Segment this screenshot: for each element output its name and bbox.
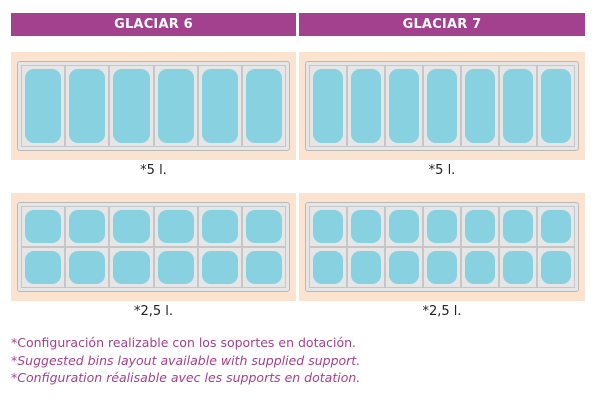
bin xyxy=(113,251,150,284)
bin xyxy=(69,210,106,243)
glaciar-6-top-tray xyxy=(17,61,290,151)
bin xyxy=(313,251,343,284)
glaciar-7-bottom-caption: *2,5 l. xyxy=(422,304,462,319)
bin-slot xyxy=(309,206,347,247)
bin-slot xyxy=(537,247,575,288)
bin-slot xyxy=(21,206,66,247)
bin xyxy=(541,251,571,284)
bin-slot xyxy=(153,206,198,247)
bin-slot xyxy=(21,65,66,147)
bin xyxy=(389,251,419,284)
bin xyxy=(245,210,282,243)
glaciar-6-title: GLACIAR 6 xyxy=(11,13,296,36)
bin-slot xyxy=(109,65,154,147)
bin xyxy=(389,210,419,243)
bin xyxy=(503,251,533,284)
bin-slot xyxy=(499,65,537,147)
bin xyxy=(69,251,106,284)
glaciar-6-bottom-caption: *2,5 l. xyxy=(133,304,174,319)
bin-slot xyxy=(385,206,423,247)
bin xyxy=(465,69,495,143)
bin-slot xyxy=(461,206,499,247)
bin-slot xyxy=(241,247,286,288)
bin-slot xyxy=(347,247,385,288)
bin xyxy=(427,251,457,284)
bin xyxy=(113,69,150,143)
bin-slot xyxy=(537,65,575,147)
bin xyxy=(201,210,238,243)
bin xyxy=(201,251,238,284)
glaciar-6-column: GLACIAR 6 *5 l. *2,5 l. xyxy=(11,13,296,319)
glaciar-7-bottom-tray xyxy=(305,202,579,292)
bin xyxy=(157,251,194,284)
bin xyxy=(541,69,571,143)
glaciar-6-top-panel xyxy=(11,52,296,160)
glaciar-7-title: GLACIAR 7 xyxy=(299,13,585,36)
bin-slot xyxy=(461,247,499,288)
bin xyxy=(503,69,533,143)
bin xyxy=(427,69,457,143)
bin xyxy=(25,69,62,143)
bin xyxy=(351,210,381,243)
bin xyxy=(389,69,419,143)
bin-slot xyxy=(109,247,154,288)
bin xyxy=(25,210,62,243)
glaciar-6-bottom-tray xyxy=(17,202,290,292)
bin-slot xyxy=(65,206,110,247)
bin-slot xyxy=(423,206,461,247)
bin-slot xyxy=(153,247,198,288)
bin xyxy=(245,251,282,284)
bin xyxy=(245,69,282,143)
bin-slot xyxy=(241,206,286,247)
bin-slot xyxy=(109,206,154,247)
bin-slot xyxy=(153,65,198,147)
bin xyxy=(465,210,495,243)
bin-slot xyxy=(65,247,110,288)
bin-slot xyxy=(499,206,537,247)
bin-slot xyxy=(423,247,461,288)
bin xyxy=(465,251,495,284)
bin-slot xyxy=(385,65,423,147)
bin-slot xyxy=(309,247,347,288)
bin-slot xyxy=(65,65,110,147)
bin-slot xyxy=(499,247,537,288)
glaciar-7-top-panel xyxy=(299,52,585,160)
bin-slot xyxy=(461,65,499,147)
bin xyxy=(25,251,62,284)
glaciar-7-bottom-panel xyxy=(299,193,585,301)
bin-slot xyxy=(347,206,385,247)
glaciar-6-top-caption: *5 l. xyxy=(140,163,167,178)
footnote-fr: *Configuration réalisable avec les suppo… xyxy=(11,370,361,385)
bin-slot xyxy=(197,206,242,247)
bin xyxy=(113,210,150,243)
bin-slot xyxy=(309,65,347,147)
footnote-en: *Suggested bins layout available with su… xyxy=(11,352,361,368)
bin xyxy=(427,210,457,243)
bin-slot xyxy=(423,65,461,147)
bin-slot xyxy=(241,65,286,147)
glaciar-7-column: GLACIAR 7 *5 l. *2,5 l. xyxy=(299,13,585,319)
bin-slot xyxy=(385,247,423,288)
bin xyxy=(351,69,381,143)
glaciar-6-bottom-panel xyxy=(11,193,296,301)
bin-slot xyxy=(537,206,575,247)
bin xyxy=(201,69,238,143)
bin xyxy=(313,210,343,243)
bin xyxy=(541,210,571,243)
bin xyxy=(157,210,194,243)
bin-slot xyxy=(347,65,385,147)
bin xyxy=(351,251,381,284)
bin xyxy=(69,69,106,143)
bin xyxy=(313,69,343,143)
footnotes: *Configuración realizable con los soport… xyxy=(11,334,360,387)
bin-slot xyxy=(197,65,242,147)
glaciar-7-top-caption: *5 l. xyxy=(428,163,456,178)
bin xyxy=(157,69,194,143)
bin-slot xyxy=(21,247,66,288)
footnote-es: *Configuración realizable con los soport… xyxy=(11,335,357,350)
glaciar-7-top-tray xyxy=(305,61,579,151)
bin-slot xyxy=(197,247,242,288)
bin xyxy=(503,210,533,243)
